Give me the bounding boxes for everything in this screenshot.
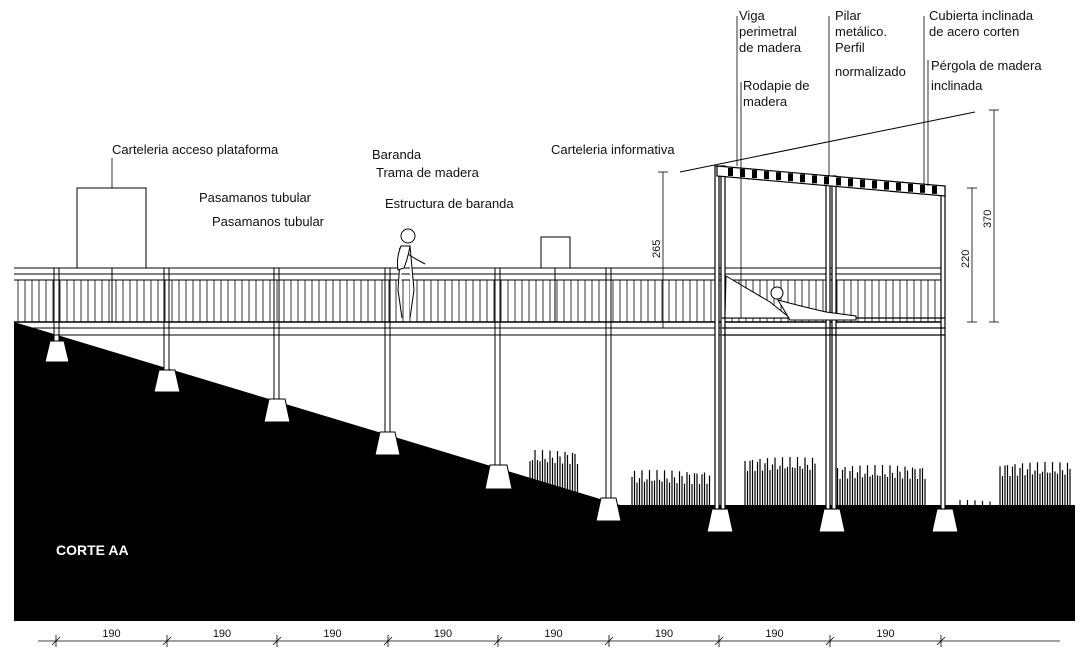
- pergola-slat: [848, 178, 853, 187]
- pergola-slat: [884, 181, 889, 190]
- pergola-slat: [860, 179, 865, 188]
- label-pilar-3: Perfil: [835, 40, 865, 55]
- pergola-slat: [740, 169, 745, 178]
- pergola-slat: [788, 173, 793, 182]
- dim-370: 370: [982, 210, 994, 228]
- pergola-slat: [872, 180, 877, 189]
- label-pasamanos-2: Pasamanos tubular: [212, 214, 325, 229]
- bottom-dim-label: 190: [213, 628, 231, 640]
- label-rodapie-1: Rodapie de: [743, 78, 810, 93]
- label-pilar-2: metálico.: [835, 24, 887, 39]
- ground-mass: [14, 322, 1075, 621]
- label-rodapie-2: madera: [743, 94, 788, 109]
- label-trama: Trama de madera: [376, 165, 480, 180]
- label-viga-1: Viga: [739, 8, 766, 23]
- pergola-slat: [752, 170, 757, 179]
- label-pilar-1: Pilar: [835, 8, 862, 23]
- pergola-slat: [728, 167, 733, 176]
- dim-tick-slash: [383, 636, 393, 646]
- label-viga-3: de madera: [739, 40, 802, 55]
- pergola-slat: [920, 184, 925, 193]
- label-carteleria-info: Carteleria informativa: [551, 142, 675, 157]
- sign-info: [540, 236, 571, 322]
- pergola-slat: [764, 171, 769, 180]
- label-carteleria-acceso: Carteleria acceso plataforma: [112, 142, 279, 157]
- bottom-dim-label: 190: [655, 628, 673, 640]
- vertical-dimensions: [658, 109, 999, 329]
- dim-tick-slash: [272, 636, 282, 646]
- roof-cover: [679, 111, 976, 173]
- pergola-slats: [728, 167, 937, 194]
- bottom-dim-label: 190: [102, 628, 120, 640]
- bottom-dim-label: 190: [544, 628, 562, 640]
- section-title: CORTE AA: [56, 542, 129, 558]
- dim-tick-slash: [936, 636, 946, 646]
- bottom-dim-label: 190: [876, 628, 894, 640]
- pergola-slat: [932, 185, 937, 194]
- pergola-slat: [896, 182, 901, 191]
- label-pasamanos-1: Pasamanos tubular: [199, 190, 312, 205]
- dim-tick-slash: [825, 636, 835, 646]
- label-pilar-4: normalizado: [835, 64, 906, 79]
- dim-tick-slash: [51, 636, 61, 646]
- label-pergola-1: Pérgola de madera: [931, 58, 1042, 73]
- footings: [44, 340, 959, 533]
- pergola-slat: [812, 175, 817, 184]
- vegetation: [529, 450, 1071, 514]
- label-viga-2: perimetral: [739, 24, 797, 39]
- dim-tick-slash: [162, 636, 172, 646]
- leader-lines: [111, 16, 929, 318]
- dim-tick-slash: [714, 636, 724, 646]
- person-standing-figure: [396, 228, 426, 319]
- label-baranda: Baranda: [372, 147, 422, 162]
- label-estructura: Estructura de baranda: [385, 196, 514, 211]
- pergola-slat: [908, 183, 913, 192]
- pergola-slat: [800, 174, 805, 183]
- pergola-structure: [714, 165, 946, 510]
- pergola-slat: [776, 172, 781, 181]
- support-posts: [53, 267, 612, 499]
- dim-220: 220: [960, 250, 972, 268]
- label-cubierta-2: de acero corten: [929, 24, 1019, 39]
- dim-tick-slash: [493, 636, 503, 646]
- pergola-slat: [836, 177, 841, 186]
- bottom-dim-label: 190: [765, 628, 783, 640]
- label-pergola-2: inclinada: [931, 78, 983, 93]
- bottom-dim-label: 190: [323, 628, 341, 640]
- railing: [14, 267, 942, 336]
- label-cubierta-1: Cubierta inclinada: [929, 8, 1034, 23]
- bottom-dimension-line: [38, 635, 1060, 647]
- sign-access: [76, 187, 147, 322]
- pergola-slat: [824, 176, 829, 185]
- bottom-dim-label: 190: [434, 628, 452, 640]
- dim-tick-slash: [604, 636, 614, 646]
- dim-265: 265: [651, 240, 663, 258]
